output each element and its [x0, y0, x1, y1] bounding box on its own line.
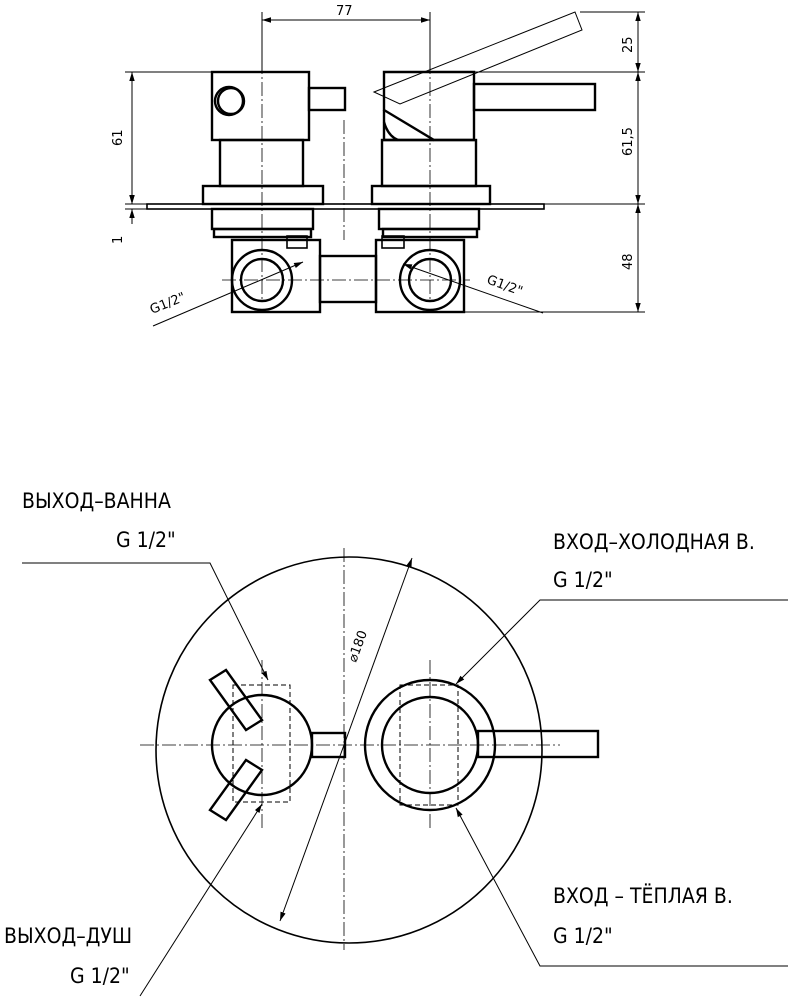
dim-615-text: 61,5	[621, 127, 636, 156]
dim-diameter-text: ⌀180	[346, 629, 371, 665]
left-valve	[201, 70, 347, 249]
dim-61-text: 61	[111, 129, 126, 146]
escutcheon-circle	[155, 556, 543, 944]
inlet-cold-thread: G 1/2"	[553, 568, 613, 592]
front-view: ⌀180	[22, 548, 788, 997]
outlet-shower-name: ВЫХОД–ДУШ	[4, 924, 132, 948]
label-outlet-shower: ВЫХОД–ДУШ G 1/2"	[4, 924, 132, 988]
label-outlet-bath: ВЫХОД–ВАННА G 1/2"	[22, 489, 176, 552]
dim-25-text: 25	[621, 36, 636, 53]
label-inlet-warm: ВХОД – ТЁПЛАЯ В. G 1/2"	[553, 883, 733, 948]
inlet-warm-name: ВХОД – ТЁПЛАЯ В.	[553, 883, 733, 908]
dim-line-diameter	[279, 557, 413, 922]
side-view: 77	[111, 4, 645, 327]
wall-plate	[146, 203, 545, 210]
outlet-bath-thread: G 1/2"	[116, 528, 176, 552]
label-inlet-cold: ВХОД–ХОЛОДНАЯ В. G 1/2"	[553, 530, 755, 592]
dim-48-text: 48	[621, 253, 636, 270]
right-valve	[370, 11, 597, 249]
inlet-warm-thread: G 1/2"	[553, 924, 613, 948]
connections	[222, 238, 470, 314]
thread-right-text: G1/2"	[485, 273, 525, 300]
dim-1-text: 1	[111, 236, 126, 244]
dim-77-text: 77	[336, 4, 353, 19]
outlet-bath-name: ВЫХОД–ВАННА	[22, 489, 171, 513]
outlet-shower-thread: G 1/2"	[70, 964, 130, 988]
inlet-cold-name: ВХОД–ХОЛОДНАЯ В.	[553, 530, 755, 554]
